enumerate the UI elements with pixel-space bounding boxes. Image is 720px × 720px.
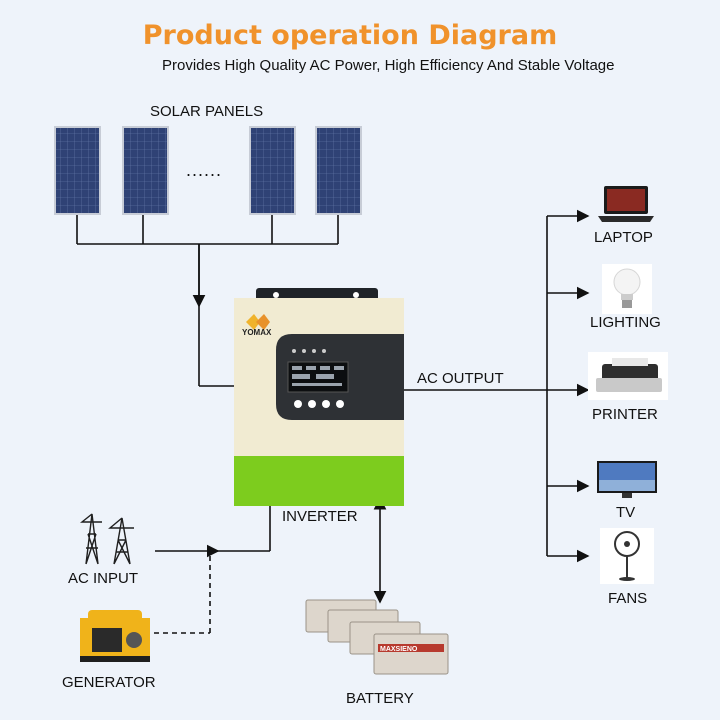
solar-panels-label: SOLAR PANELS <box>150 103 264 120</box>
lightbulb-icon <box>602 264 652 319</box>
generator-label: GENERATOR <box>62 674 156 691</box>
laptop-icon <box>596 184 656 231</box>
load-label-printer: PRINTER <box>592 406 658 423</box>
transmission-tower-icon <box>80 513 134 565</box>
generator-icon <box>80 610 150 662</box>
load-label-laptop: LAPTOP <box>594 229 653 246</box>
inverter-icon <box>234 288 404 506</box>
load-label-tv: TV <box>616 504 636 521</box>
ac-input-label: AC INPUT <box>68 570 139 587</box>
printer-icon <box>588 352 668 405</box>
inverter-label: INVERTER <box>282 508 358 525</box>
battery-label: BATTERY <box>346 690 414 707</box>
page-title: Product operation Diagram <box>142 20 558 51</box>
ac-output-label: AC OUTPUT <box>417 370 504 387</box>
solar-ellipsis: ...... <box>186 160 223 180</box>
inverter-brand: YOMAX <box>242 328 272 337</box>
fan-icon <box>600 528 654 589</box>
battery-icon <box>305 599 449 675</box>
page-subtitle: Provides High Quality AC Power, High Eff… <box>162 57 615 74</box>
solar-panels-icon <box>54 126 362 215</box>
load-label-fans: FANS <box>608 590 648 607</box>
load-label-lighting: LIGHTING <box>590 314 661 331</box>
tv-icon <box>596 460 658 505</box>
battery-brand: MAXSIENO <box>380 646 418 653</box>
